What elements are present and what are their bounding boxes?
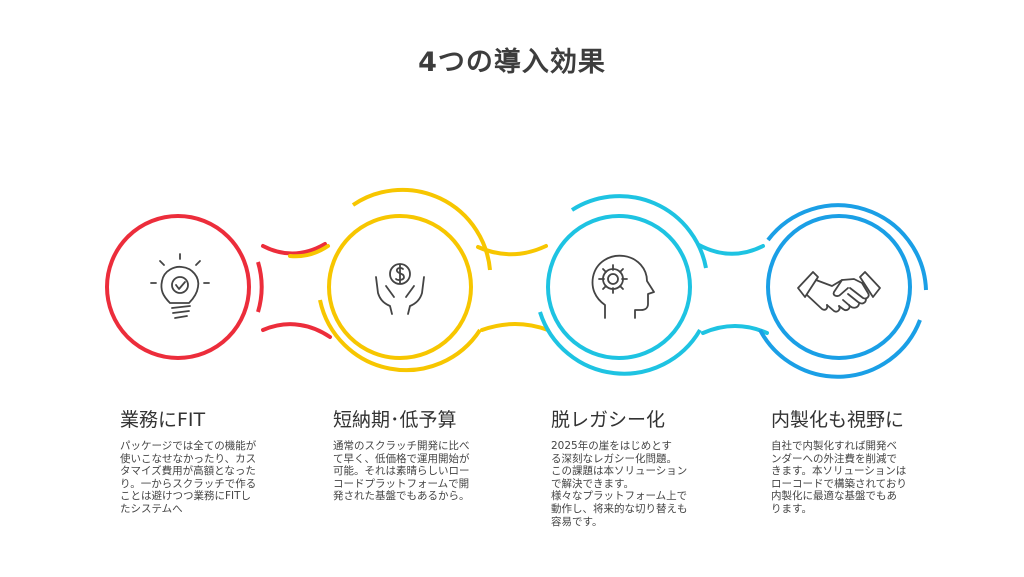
step-description-2: 通常のスクラッチ開発に比べ て早く、低価格で運用開始が 可能。それは素晴らしいロ… (333, 440, 470, 503)
connectors (261, 242, 769, 339)
connector-cyan-blue-bottom (701, 324, 769, 335)
step-circle-3 (538, 194, 708, 376)
step-description-4: 自社で内製化すれば開発ベ ンダーへの外注費を削減で きます。本ソリューションは … (771, 440, 907, 515)
step-heading-2: 短納期･低予算 (333, 409, 457, 431)
head-gear-icon (591, 254, 655, 319)
step-circle-4 (758, 203, 928, 379)
step-circle-2 (318, 187, 492, 373)
connector-yellow-cyan-bottom (480, 322, 550, 332)
handshake-icon (797, 271, 881, 313)
connector-cyan-blue-top (697, 243, 765, 256)
connector-red-yellow-bottom (261, 322, 302, 332)
step-heading-3: 脱レガシー化 (551, 409, 666, 431)
step-circle-1 (105, 214, 264, 360)
hands-coin-icon (375, 263, 425, 315)
connector-red-yellow-top-2 (288, 244, 330, 259)
step-description-1: パッケージでは全ての機能が 使いこなせなかったり、カス タマイズ費用が高額となっ… (120, 440, 257, 515)
step-heading-4: 内製化も視野に (771, 409, 905, 431)
step-description-3: 2025年の崖をはじめとす る深刻なレガシー化問題。 この課題は本ソリューション… (551, 440, 688, 528)
page-title: 4つの導入効果 (418, 47, 606, 78)
step-heading-1: 業務にFIT (120, 409, 206, 431)
connector-red-yellow-bottom-2 (298, 323, 332, 339)
connector-red-yellow-top (261, 242, 327, 256)
lightbulb-check-icon (150, 253, 210, 319)
